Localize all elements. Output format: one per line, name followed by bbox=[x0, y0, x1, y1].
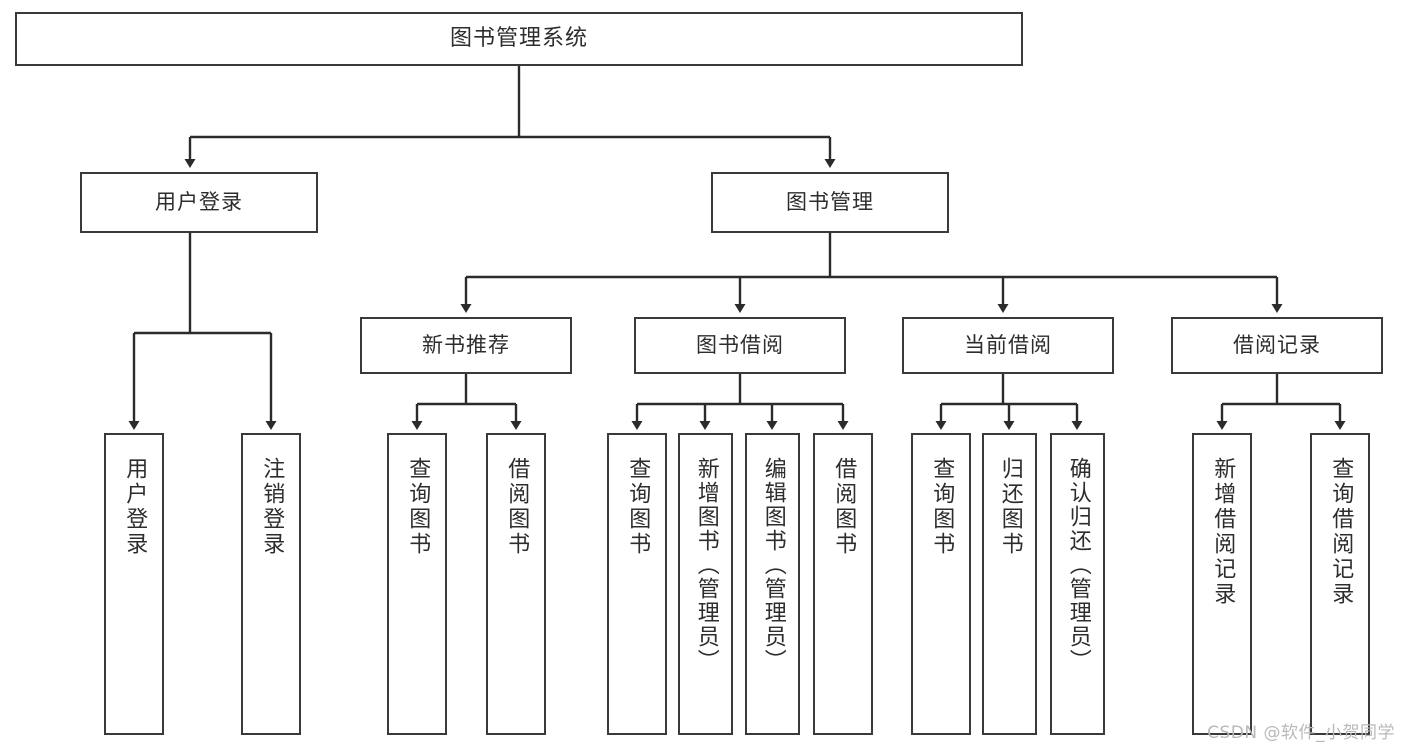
node-label: 查询图书 bbox=[405, 457, 431, 557]
leaf-borrow-book[interactable]: 借阅图书 bbox=[813, 433, 873, 735]
node-label: 图书借阅 bbox=[696, 333, 784, 358]
watermark: CSDN @软件_小贺同学 bbox=[1207, 723, 1395, 743]
node-book-management[interactable]: 图书管理 bbox=[711, 172, 949, 233]
node-label: 注销登录 bbox=[259, 457, 285, 557]
node-label: 用户登录 bbox=[155, 190, 243, 215]
node-label: 归还图书 bbox=[997, 457, 1023, 557]
node-label: 确认归还（管理员） bbox=[1065, 457, 1091, 673]
node-label: 借阅图书 bbox=[504, 457, 530, 557]
node-label: 新书推荐 bbox=[422, 333, 510, 358]
leaf-query-book-current[interactable]: 查询图书 bbox=[911, 433, 971, 735]
node-new-book-recommend[interactable]: 新书推荐 bbox=[360, 317, 572, 374]
leaf-add-borrow-record[interactable]: 新增借阅记录 bbox=[1192, 433, 1252, 735]
leaf-borrow-book-recommend[interactable]: 借阅图书 bbox=[486, 433, 546, 735]
leaf-query-book-borrow[interactable]: 查询图书 bbox=[607, 433, 667, 735]
leaf-logout[interactable]: 注销登录 bbox=[241, 433, 301, 735]
node-label: 编辑图书（管理员） bbox=[760, 457, 786, 673]
node-label: 查询借阅记录 bbox=[1328, 457, 1354, 607]
node-root-book-management-system[interactable]: 图书管理系统 bbox=[15, 12, 1023, 66]
leaf-query-borrow-record[interactable]: 查询借阅记录 bbox=[1310, 433, 1370, 735]
node-book-borrow[interactable]: 图书借阅 bbox=[634, 317, 846, 374]
node-label: 新增图书（管理员） bbox=[693, 457, 719, 673]
node-user-login[interactable]: 用户登录 bbox=[80, 172, 318, 233]
node-borrow-record[interactable]: 借阅记录 bbox=[1171, 317, 1383, 374]
node-label: 用户登录 bbox=[122, 457, 148, 557]
node-label: 借阅记录 bbox=[1233, 333, 1321, 358]
node-label: 查询图书 bbox=[625, 457, 651, 557]
leaf-return-book[interactable]: 归还图书 bbox=[982, 433, 1037, 735]
node-label: 新增借阅记录 bbox=[1210, 457, 1236, 607]
node-label: 借阅图书 bbox=[831, 457, 857, 557]
leaf-query-book-recommend[interactable]: 查询图书 bbox=[387, 433, 447, 735]
node-label: 图书管理 bbox=[786, 190, 874, 215]
node-label: 图书管理系统 bbox=[449, 26, 588, 52]
leaf-edit-book-admin[interactable]: 编辑图书（管理员） bbox=[745, 433, 800, 735]
node-label: 当前借阅 bbox=[964, 333, 1052, 358]
leaf-confirm-return-admin[interactable]: 确认归还（管理员） bbox=[1050, 433, 1105, 735]
node-current-borrow[interactable]: 当前借阅 bbox=[902, 317, 1114, 374]
leaf-user-login[interactable]: 用户登录 bbox=[104, 433, 164, 735]
node-label: 查询图书 bbox=[929, 457, 955, 557]
leaf-add-book-admin[interactable]: 新增图书（管理员） bbox=[678, 433, 733, 735]
